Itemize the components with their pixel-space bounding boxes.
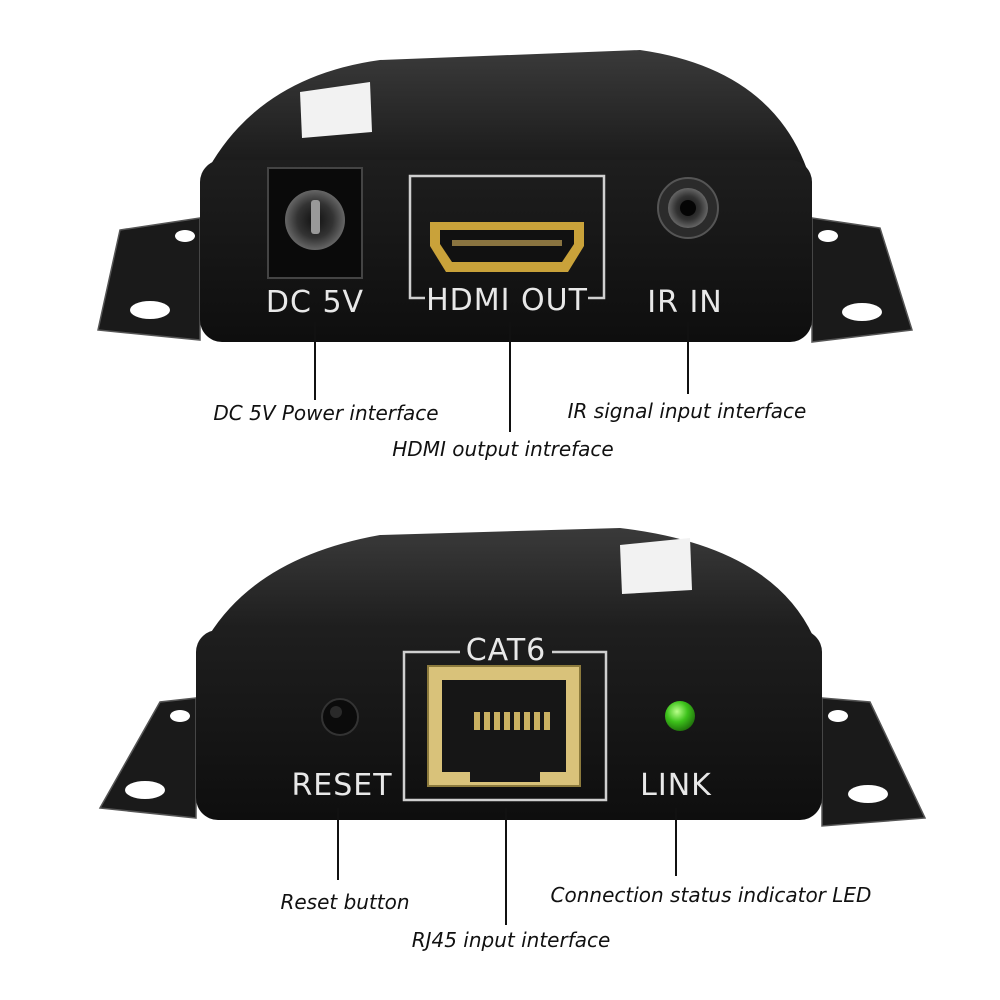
hdmi-output-callout: HDMI output intreface: [392, 437, 613, 461]
top-unit-case-top: [200, 50, 812, 185]
reset-label: RESET: [291, 768, 392, 803]
link-led-callout: Connection status indicator LED: [551, 883, 872, 907]
hdmi-out-port[interactable]: [430, 222, 584, 272]
dc-power-jack[interactable]: [267, 167, 363, 279]
rj45-contacts: [474, 712, 550, 730]
reset-button-callout: Reset button: [280, 890, 409, 914]
ir-in-label: IR IN: [647, 285, 723, 320]
top-unit-sticker: [300, 82, 372, 138]
ir-in-jack[interactable]: [657, 177, 719, 239]
bottom-mounting-bracket-left: [98, 697, 197, 819]
bottom-callout-lines: [337, 808, 677, 925]
bottom-mounting-bracket-right: [821, 697, 927, 827]
bottom-unit-sticker: [620, 538, 692, 594]
top-mounting-bracket-left: [97, 217, 201, 341]
hdmi-out-frame: [408, 174, 606, 300]
dc-power-callout: DC 5V Power interface: [213, 401, 438, 425]
bottom-unit: RESET CAT6 LINK: [98, 528, 927, 952]
hdmi-out-label: HDMI OUT: [426, 283, 588, 318]
link-led-indicator: [665, 701, 695, 731]
cat6-frame: [402, 650, 608, 802]
link-label: LINK: [640, 768, 712, 803]
cat6-label: CAT6: [466, 633, 547, 668]
top-unit: DC 5V HDMI OUT IR IN DC 5V Power interfa…: [97, 50, 913, 461]
dc-5v-label: DC 5V: [266, 285, 364, 320]
top-callout-lines: [314, 322, 689, 432]
reset-button[interactable]: [321, 698, 359, 736]
rj45-port[interactable]: [427, 665, 581, 787]
top-mounting-bracket-right: [811, 217, 913, 343]
ir-input-callout: IR signal input interface: [568, 399, 807, 423]
rj45-input-callout: RJ45 input interface: [412, 928, 611, 952]
